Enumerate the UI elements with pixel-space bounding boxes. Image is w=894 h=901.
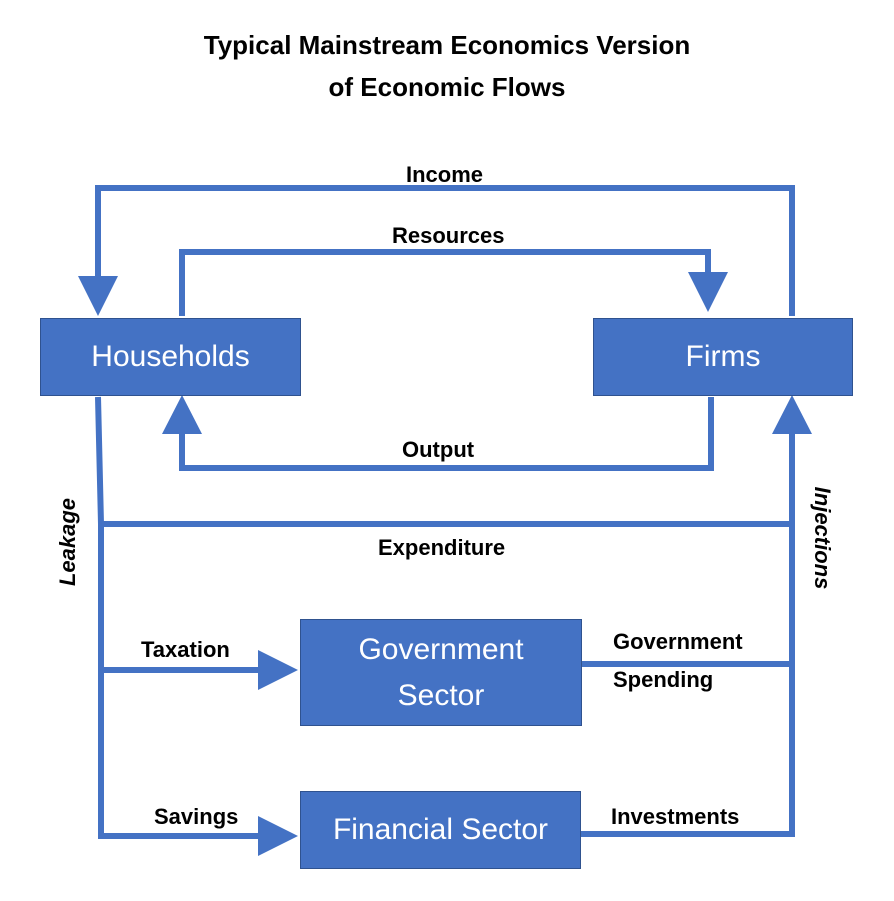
injections-arrowhead <box>772 395 812 434</box>
taxation-label: Taxation <box>141 637 230 662</box>
firms-node: Firms <box>593 318 853 396</box>
income-arrowhead <box>78 276 118 316</box>
diagram-title-line-1: Typical Mainstream Economics Version <box>203 30 691 60</box>
output-label: Output <box>402 437 475 462</box>
injections-label: Injections <box>810 486 835 590</box>
government-sector-label-line-2: Sector <box>397 678 485 712</box>
financial-sector-node: Financial Sector <box>300 791 581 869</box>
expenditure-label: Expenditure <box>378 535 506 560</box>
resources-flow-line <box>179 249 711 316</box>
taxation-arrowhead <box>258 650 298 690</box>
savings-label: Savings <box>154 804 239 829</box>
income-flow-line <box>95 185 795 316</box>
households-node: Households <box>40 318 301 396</box>
leakage-label: Leakage <box>55 497 80 587</box>
government-spending-label-line-1: Government <box>613 629 743 654</box>
diagram-title-line-2: of Economic Flows <box>328 72 566 102</box>
output-flow-line <box>179 397 714 471</box>
investments-label: Investments <box>611 804 740 829</box>
firms-label: Firms <box>685 340 761 373</box>
resources-label: Resources <box>392 223 505 248</box>
financial-sector-label: Financial Sector <box>332 813 549 846</box>
resources-arrowhead <box>688 272 728 312</box>
savings-arrowhead <box>258 816 298 856</box>
government-sector-label-line-1: Government <box>358 632 524 666</box>
government-spending-label-line-2: Spending <box>613 667 714 692</box>
leakage-flow-line <box>95 396 260 839</box>
output-arrowhead <box>162 395 202 434</box>
households-label: Households <box>91 340 250 373</box>
income-label: Income <box>406 162 484 187</box>
government-sector-node: Government Sector <box>300 619 582 726</box>
